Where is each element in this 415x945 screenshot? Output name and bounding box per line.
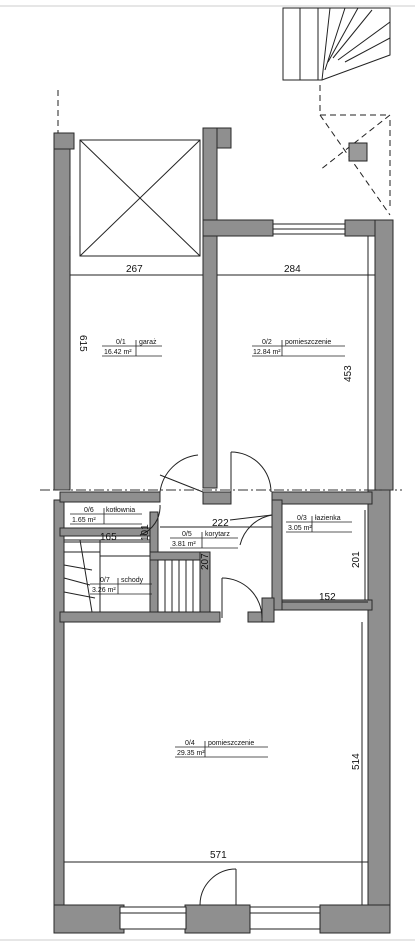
svg-text:garaż: garaż bbox=[139, 339, 157, 346]
room-label-garaz: 0/1 garaż 16.42 m² bbox=[102, 339, 162, 357]
dim-207: 207 bbox=[200, 553, 211, 570]
svg-text:0/6: 0/6 bbox=[84, 507, 94, 514]
room-label-schody: 0/7 schody 3.26 m² bbox=[90, 577, 152, 595]
svg-text:pomieszczenie: pomieszczenie bbox=[285, 339, 331, 346]
svg-text:29.35 m²: 29.35 m² bbox=[177, 750, 205, 757]
svg-text:16.42 m²: 16.42 m² bbox=[104, 349, 132, 356]
interior-stairs bbox=[63, 539, 201, 613]
svg-text:0/1: 0/1 bbox=[116, 339, 126, 346]
svg-text:0/4: 0/4 bbox=[185, 740, 195, 747]
svg-text:0/2: 0/2 bbox=[262, 339, 272, 346]
room-label-lazienka: 0/3 łazienka 3.05 m² bbox=[286, 515, 352, 533]
svg-text:łazienka: łazienka bbox=[315, 515, 341, 522]
svg-text:12.84 m²: 12.84 m² bbox=[253, 349, 281, 356]
room-label-pom4: 0/4 pomieszczenie 29.35 m² bbox=[175, 740, 268, 758]
room-label-kotlownia: 0/6 kotłownia 1.65 m² bbox=[70, 507, 142, 525]
svg-text:schody: schody bbox=[121, 577, 144, 584]
dim-571: 571 bbox=[210, 850, 227, 861]
svg-text:3.81 m²: 3.81 m² bbox=[172, 541, 196, 548]
doors bbox=[139, 451, 273, 906]
dim-101: 101 bbox=[140, 524, 151, 541]
svg-text:korytarz: korytarz bbox=[205, 531, 230, 538]
windows bbox=[119, 223, 346, 930]
svg-text:0/5: 0/5 bbox=[182, 531, 192, 538]
room-label-korytarz: 0/5 korytarz 3.81 m² bbox=[170, 531, 238, 549]
column-square bbox=[348, 142, 368, 162]
dimension-lines bbox=[64, 236, 375, 905]
dim-165: 165 bbox=[100, 532, 117, 543]
svg-text:pomieszczenie: pomieszczenie bbox=[208, 740, 254, 747]
exterior-stairs bbox=[282, 7, 391, 81]
dim-514: 514 bbox=[351, 753, 362, 770]
dim-284: 284 bbox=[284, 264, 301, 275]
dim-267: 267 bbox=[126, 264, 143, 275]
room-label-pom2: 0/2 pomieszczenie 12.84 m² bbox=[252, 339, 345, 357]
svg-text:1.65 m²: 1.65 m² bbox=[72, 517, 96, 524]
svg-text:0/7: 0/7 bbox=[100, 577, 110, 584]
svg-text:3.05 m²: 3.05 m² bbox=[288, 525, 312, 532]
dim-222: 222 bbox=[212, 518, 229, 529]
garage-opening bbox=[79, 139, 201, 257]
dim-152: 152 bbox=[319, 592, 336, 603]
dim-615: 615 bbox=[77, 335, 88, 352]
svg-text:0/3: 0/3 bbox=[297, 515, 307, 522]
dim-201: 201 bbox=[351, 551, 362, 568]
svg-text:kotłownia: kotłownia bbox=[106, 507, 135, 514]
dim-453: 453 bbox=[343, 365, 354, 382]
svg-text:3.26 m²: 3.26 m² bbox=[92, 587, 116, 594]
dashed-outline bbox=[57, 85, 391, 216]
